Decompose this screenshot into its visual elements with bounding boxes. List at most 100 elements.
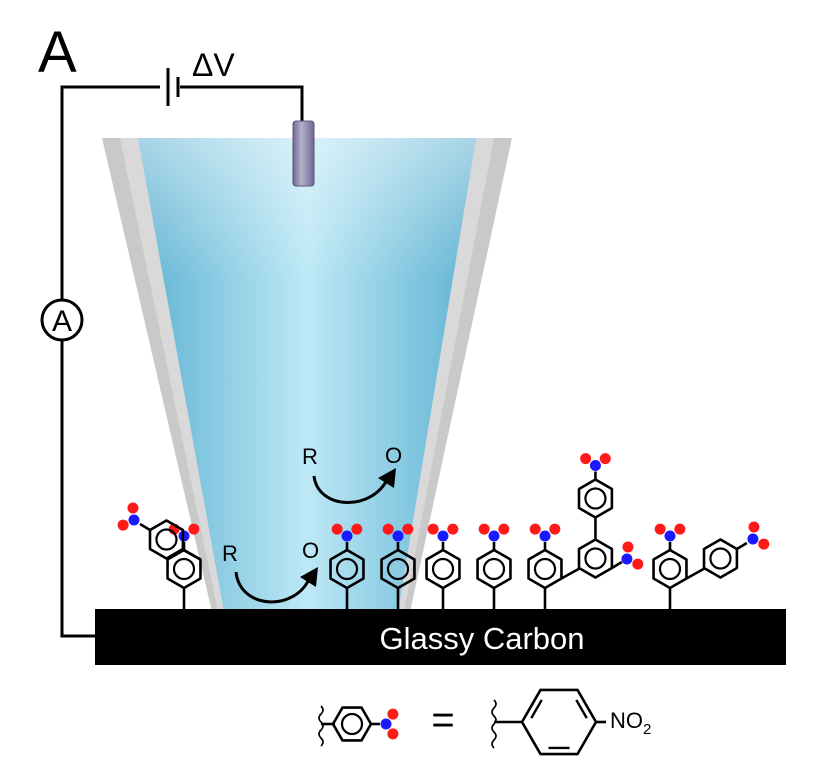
nitrogen-atom: [341, 530, 353, 542]
oxygen-atom: [529, 523, 541, 535]
oxygen-atom: [758, 538, 770, 550]
benzene-ring: [476, 548, 512, 590]
reference-electrode: [292, 120, 315, 187]
oxygen-atom: [127, 502, 139, 514]
product-label-lower: O: [302, 538, 319, 563]
product-label-upper: O: [385, 443, 402, 468]
c-n-bond: [736, 541, 748, 551]
oxygen-atom: [549, 523, 561, 535]
c-n-bond: [611, 560, 623, 570]
aromatic-circle: [709, 547, 732, 570]
terphenyl-branch: [527, 453, 644, 609]
c-n-bond: [139, 522, 151, 532]
reactant-label-lower: R: [222, 541, 238, 566]
reaction-arrow-lower: [234, 571, 312, 604]
nitrogen-atom: [392, 530, 404, 542]
oxygen-atom: [447, 523, 459, 535]
nitrogen-atom: [747, 533, 759, 545]
ammeter-label: A: [52, 305, 72, 338]
oxygen-atom: [748, 521, 760, 533]
reaction-upper: R O: [302, 443, 402, 504]
wavy-bond-icon: [491, 699, 497, 749]
voltage-source-icon: [166, 68, 180, 106]
nitrophenyl-group: [380, 523, 416, 609]
oxygen-atom: [654, 523, 666, 535]
nitrogen-atom: [488, 530, 500, 542]
reaction-arrow-upper: [312, 475, 390, 504]
aromatic-circle: [335, 557, 359, 581]
aromatic-circle: [172, 557, 196, 581]
oxygen-atom: [331, 523, 343, 535]
oxygen-atom: [382, 523, 394, 535]
nitrogen-atom: [380, 718, 392, 730]
reaction-lower: R O: [222, 538, 319, 604]
oxygen-atom: [117, 519, 129, 531]
oxygen-atom: [387, 708, 399, 720]
legend: = NO2: [318, 688, 651, 756]
double-bond: [575, 699, 588, 719]
nitrogen-atom: [589, 460, 601, 471]
aromatic-circle: [340, 712, 364, 736]
benzene-ring: [331, 706, 373, 742]
nitrogen-atom: [128, 514, 140, 526]
legend-symbol-full: [491, 688, 606, 756]
nitrogen-atom: [664, 530, 676, 542]
wavy-bond-icon: [318, 705, 324, 747]
circuit-wires: [60, 85, 304, 638]
aromatic-circle: [386, 557, 410, 581]
benzene-ring: [527, 548, 563, 590]
benzene-ring: [652, 548, 688, 590]
legend-equals: =: [431, 698, 454, 742]
aromatic-circle: [482, 557, 506, 581]
reaction-arrowhead-upper: [378, 468, 396, 488]
benzene-ring: [520, 688, 598, 756]
oxygen-atom: [622, 541, 634, 553]
benzene-ring: [577, 478, 614, 519]
oxygen-atom: [351, 523, 363, 535]
oxygen-atom: [387, 728, 399, 740]
oxygen-atom: [402, 523, 414, 535]
aromatic-circle: [155, 528, 178, 551]
nitrogen-atom: [539, 530, 551, 542]
aromatic-circle: [533, 557, 557, 581]
pipette: [102, 138, 512, 612]
aromatic-circle: [431, 557, 455, 581]
substrate-label: Glassy Carbon: [379, 621, 584, 656]
oxygen-atom: [427, 523, 439, 535]
bond: [685, 567, 706, 580]
nitrophenyl-group: [329, 523, 365, 609]
double-bond: [530, 699, 543, 719]
aromatic-circle: [658, 557, 682, 581]
nitrophenyl-group: [476, 523, 512, 609]
benzene-ring: [148, 519, 185, 560]
oxygen-atom: [632, 558, 644, 570]
nitrophenyl-layer: [117, 453, 770, 609]
nitrophenyl-group: [425, 523, 461, 609]
oxygen-atom: [599, 453, 611, 465]
nitrogen-atom: [621, 553, 633, 565]
biphenyl-branch-left: [117, 502, 202, 609]
oxygen-atom: [478, 523, 490, 535]
oxygen-atom: [674, 523, 686, 535]
aromatic-circle: [584, 547, 607, 570]
biphenyl-branch-right: [652, 521, 770, 609]
glassy-carbon-substrate: [95, 609, 786, 665]
nitro-group-label: NO2: [610, 708, 651, 738]
benzene-ring: [425, 548, 461, 590]
legend-symbol-compact: [318, 705, 399, 747]
oxygen-atom: [498, 523, 510, 535]
nitrogen-atom: [437, 530, 449, 542]
benzene-ring: [702, 538, 739, 579]
reaction-arrowhead-lower: [300, 567, 318, 587]
oxygen-atom: [188, 523, 200, 535]
panel-label: A: [38, 20, 77, 85]
oxygen-atom: [580, 453, 592, 465]
benzene-ring: [577, 538, 614, 579]
reactant-label-upper: R: [302, 444, 318, 469]
aromatic-circle: [584, 487, 607, 510]
bond: [181, 548, 202, 561]
bond: [560, 567, 581, 580]
ammeter-icon: A: [40, 298, 84, 342]
voltage-label: ΔV: [192, 47, 235, 83]
